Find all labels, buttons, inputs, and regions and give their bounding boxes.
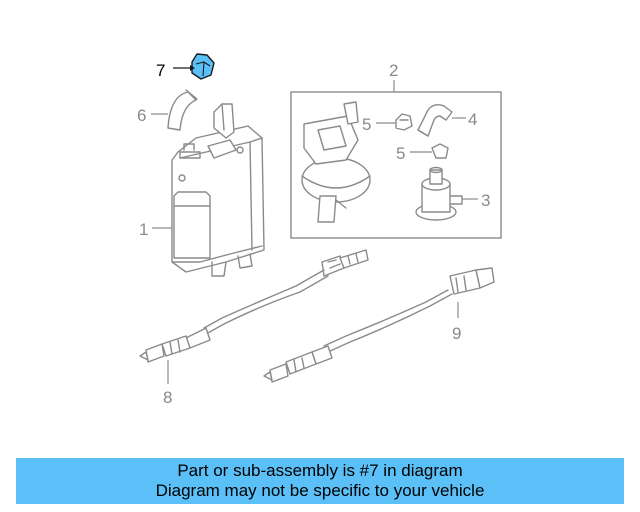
callout-1: 1 bbox=[139, 220, 148, 239]
callout-7: 7 bbox=[156, 61, 165, 80]
part-9-oxygen-sensor[interactable] bbox=[263, 267, 495, 383]
banner-line-1: Part or sub-assembly is #7 in diagram bbox=[177, 461, 463, 480]
callout-5a: 5 bbox=[362, 115, 371, 134]
callout-8: 8 bbox=[163, 388, 172, 407]
callout-2: 2 bbox=[389, 61, 398, 80]
part-6-hose[interactable] bbox=[167, 89, 198, 131]
part-3-solenoid[interactable] bbox=[415, 166, 463, 221]
callout-9: 9 bbox=[452, 324, 461, 343]
part-8-oxygen-sensor[interactable] bbox=[139, 249, 369, 363]
info-banner: Part or sub-assembly is #7 in diagram Di… bbox=[16, 458, 624, 504]
parts-diagram: 7 6 1 2 bbox=[137, 53, 502, 407]
purge-valve bbox=[301, 101, 371, 223]
part-2-subassembly-box[interactable] bbox=[290, 91, 502, 239]
part-5-clamp-upper[interactable] bbox=[395, 113, 413, 131]
callout-5b: 5 bbox=[396, 144, 405, 163]
leader-7-arrow bbox=[190, 65, 195, 71]
part-4-elbow-hose[interactable] bbox=[417, 103, 453, 137]
callout-6: 6 bbox=[137, 106, 146, 125]
part-5-clamp-lower[interactable] bbox=[431, 143, 449, 159]
callout-3: 3 bbox=[481, 191, 490, 210]
part-1-canister[interactable] bbox=[171, 103, 265, 277]
callout-4: 4 bbox=[468, 110, 477, 129]
banner-line-2: Diagram may not be specific to your vehi… bbox=[155, 481, 485, 500]
part-7-cap[interactable] bbox=[191, 53, 215, 80]
